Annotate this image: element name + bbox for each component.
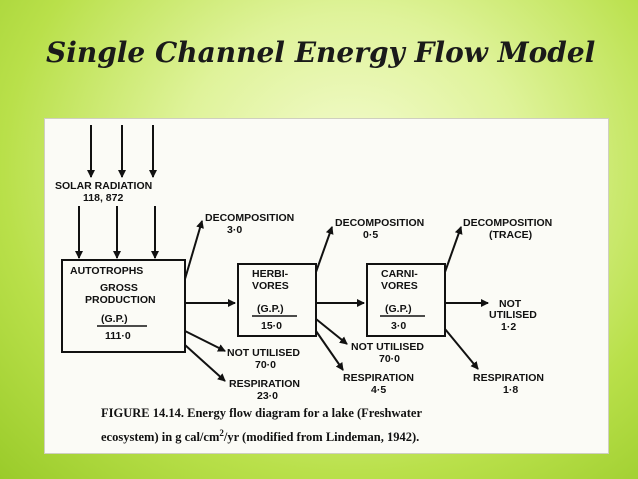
- solar-radiation-label: SOLAR RADIATION: [55, 180, 152, 192]
- herbivores-gp-label: (G.P.): [257, 303, 284, 315]
- herbivores-not-utilised-label: NOT UTILISED: [351, 341, 424, 353]
- slide-title: Single Channel Energy Flow Model: [46, 36, 596, 69]
- herbivores-respiration-arrow: [315, 330, 344, 371]
- autotrophs-respiration-value: 23·0: [257, 390, 278, 402]
- herbivores-decomposition-label: DECOMPOSITION: [335, 217, 424, 229]
- carnivores-not-utilised-label-1: NOT: [499, 298, 522, 310]
- autotrophs-gross-label: GROSS: [100, 282, 138, 294]
- carnivores-respiration-arrow: [444, 328, 479, 370]
- herbivores-respiration-value: 4·5: [371, 384, 386, 396]
- carnivores-respiration-label: RESPIRATION: [473, 372, 544, 384]
- autotrophs-decomposition-label: DECOMPOSITION: [205, 212, 294, 224]
- autotrophs-gp-value: 111·0: [105, 330, 131, 342]
- autotrophs-label: AUTOTROPHS: [70, 265, 143, 277]
- energy-flow-figure: SOLAR RADIATION 118, 872 AUTOTROPHS GROS…: [44, 118, 609, 454]
- autotrophs-respiration-label: RESPIRATION: [229, 378, 300, 390]
- carnivores-label-1: CARNI-: [381, 268, 418, 280]
- herbivores-box: [237, 263, 317, 337]
- carnivores-not-utilised-label-2: UTILISED: [489, 309, 537, 321]
- autotrophs-decomposition-arrow: [184, 220, 204, 280]
- solar-radiation-value: 118, 872: [83, 192, 123, 204]
- carnivores-respiration-value: 1·8: [503, 384, 518, 396]
- carnivores-label-2: VORES: [381, 280, 418, 292]
- figure-caption-line-1: FIGURE 14.14. Energy flow diagram for a …: [101, 406, 422, 420]
- carnivores-not-utilised-value: 1·2: [501, 321, 516, 333]
- carnivores-decomposition-arrow: [444, 226, 463, 273]
- carnivores-decomposition-value: (TRACE): [489, 229, 532, 241]
- figure-caption-line-2: ecosystem) in g cal/cm2/yr (modified fro…: [101, 428, 419, 444]
- herbivores-not-utilised-arrow: [315, 318, 348, 345]
- herbivores-decomposition-arrow: [315, 226, 334, 273]
- carnivores-gp-label: (G.P.): [385, 303, 412, 315]
- autotrophs-decomposition-value: 3·0: [227, 224, 242, 236]
- herbivores-not-utilised-value: 70·0: [379, 353, 400, 365]
- energy-flow-diagram: SOLAR RADIATION 118, 872 AUTOTROPHS GROS…: [55, 125, 552, 444]
- autotrophs-not-utilised-value: 70·0: [255, 359, 276, 371]
- autotrophs-not-utilised-label: NOT UTILISED: [227, 347, 300, 359]
- carnivores-decomposition-label: DECOMPOSITION: [463, 217, 552, 229]
- autotrophs-respiration-arrow: [184, 344, 226, 382]
- carnivores-box: [366, 263, 446, 337]
- herbivores-label-2: VORES: [252, 280, 289, 292]
- autotrophs-box: [61, 259, 186, 353]
- herbivores-label-1: HERBI-: [252, 268, 289, 280]
- autotrophs-not-utilised-arrow: [184, 330, 226, 352]
- autotrophs-gp-label: (G.P.): [101, 313, 128, 325]
- carnivores-gp-value: 3·0: [391, 320, 406, 332]
- herbivores-decomposition-value: 0·5: [363, 229, 378, 241]
- herbivores-gp-value: 15·0: [261, 320, 282, 332]
- autotrophs-production-label: PRODUCTION: [85, 294, 156, 306]
- herbivores-respiration-label: RESPIRATION: [343, 372, 414, 384]
